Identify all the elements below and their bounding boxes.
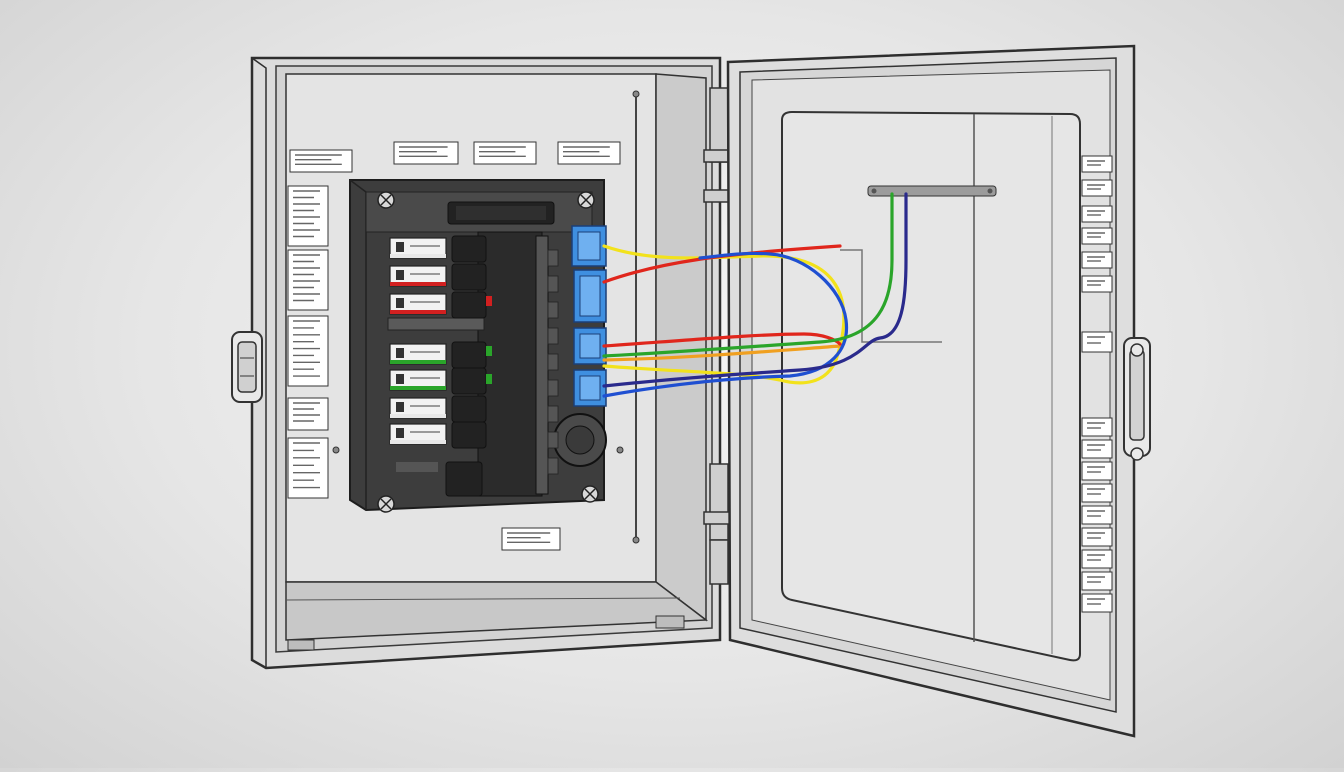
breaker-row bbox=[389, 235, 492, 449]
enclosure-right-wall bbox=[655, 73, 707, 622]
label-plate bbox=[1081, 527, 1113, 547]
label-plate bbox=[1081, 549, 1113, 569]
wire-navy bbox=[602, 192, 908, 388]
breaker-handle bbox=[451, 367, 487, 395]
label-plate bbox=[1081, 505, 1113, 525]
label-plate bbox=[557, 141, 621, 165]
breaker-handle bbox=[451, 235, 487, 263]
enclosure-door bbox=[726, 44, 1136, 738]
enclosure-floor bbox=[285, 581, 709, 641]
label-plate bbox=[1081, 461, 1113, 481]
wire-red-mid bbox=[602, 332, 842, 348]
label-plate bbox=[473, 141, 537, 165]
wiring-harness bbox=[602, 192, 908, 398]
label-plate bbox=[1081, 439, 1113, 459]
label-plate bbox=[1081, 205, 1113, 223]
breaker-handle bbox=[451, 421, 487, 449]
wire-green bbox=[602, 192, 894, 358]
wall-labels bbox=[287, 141, 621, 551]
breaker-handle bbox=[451, 341, 487, 369]
label-plate bbox=[393, 141, 459, 165]
label-plate bbox=[1081, 227, 1113, 245]
terminal-blocks bbox=[571, 225, 607, 407]
wire-blue bbox=[602, 251, 849, 398]
label-plate bbox=[1081, 179, 1113, 197]
label-plate bbox=[1081, 417, 1113, 437]
screw-icon bbox=[377, 191, 599, 513]
label-plate bbox=[501, 527, 561, 551]
wire-red-top bbox=[602, 244, 842, 284]
wire-orange bbox=[602, 344, 842, 362]
breaker-handle bbox=[451, 291, 487, 319]
latch-icon bbox=[1123, 337, 1151, 461]
door-inner-panel bbox=[781, 110, 1081, 662]
breaker-handle bbox=[451, 395, 487, 423]
door-label-strip bbox=[1081, 155, 1113, 613]
hinge-icon bbox=[703, 87, 731, 585]
label-plate bbox=[1081, 251, 1113, 269]
label-plate bbox=[289, 149, 353, 173]
label-plate bbox=[1081, 155, 1113, 173]
label-plate bbox=[1081, 275, 1113, 293]
label-plate bbox=[1081, 331, 1113, 353]
label-plate bbox=[287, 437, 329, 499]
breaker-handle bbox=[451, 263, 487, 291]
latch-icon bbox=[231, 331, 263, 403]
label-plate bbox=[1081, 571, 1113, 591]
label-plate bbox=[1081, 483, 1113, 503]
label-plate bbox=[1081, 593, 1113, 613]
